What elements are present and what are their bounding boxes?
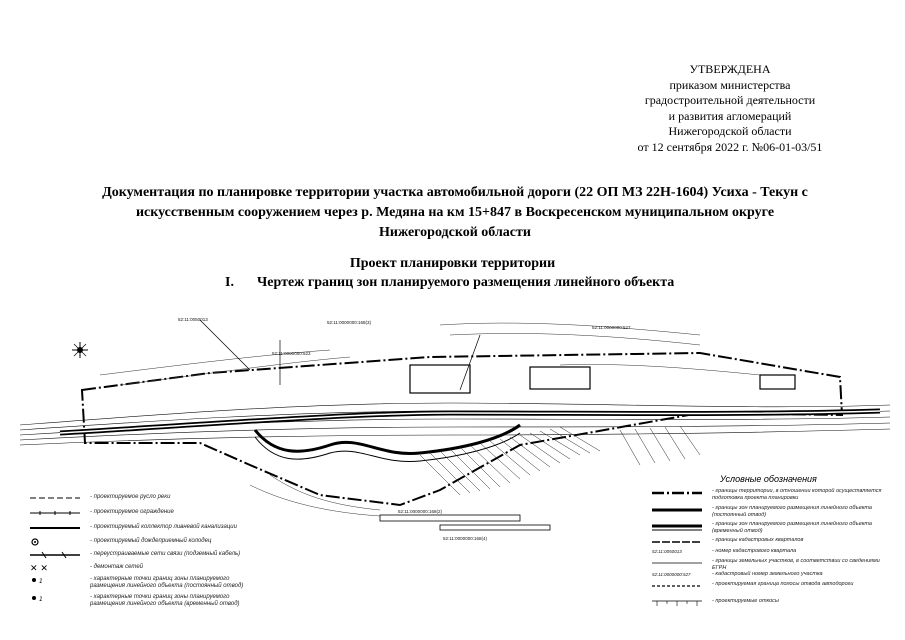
legend-item-label: - проектируемое русло реки (90, 494, 171, 500)
legend-item-label: - проектируемое ограждение (90, 509, 174, 515)
legend-item-label: - границы зон планируемого размещения ли… (712, 521, 872, 534)
cadastral-label: 52:11:0000000:168(4) (443, 536, 487, 541)
section-number: I. (225, 275, 234, 290)
svg-text:1: 1 (39, 596, 43, 602)
parcel-boundary-symbol (652, 562, 702, 564)
legend-item-label: - границы земельных участков, в соответс… (712, 558, 880, 571)
cadastral-label: 52:11:0050013 (178, 317, 208, 322)
legend-item-label: - границы кадастровых кварталов (712, 537, 804, 543)
river-channel (253, 423, 521, 455)
document-title: Документация по планировке территории уч… (40, 183, 870, 243)
title-line: Документация по планировке территории уч… (102, 185, 808, 200)
title-line: Нижегородской области (379, 225, 531, 240)
dismantle-icon: ✕ ✕ (30, 564, 48, 572)
approval-line: градостроительной деятельности (644, 93, 816, 107)
legend-item-label: - проектируемая граница полосы отвода ав… (712, 581, 854, 587)
well-icon (31, 538, 39, 546)
legend-title: Условные обозначения (720, 474, 817, 484)
permanent-point-icon: 1 (32, 578, 43, 584)
planning-drawing (19, 319, 891, 531)
planning-boundary (80, 351, 844, 507)
fence-symbol (30, 511, 80, 515)
title-line: искусственным сооружением через р. Медян… (135, 205, 775, 220)
approval-line: от 12 сентября 2022 г. №06-01-03/51 (637, 139, 823, 154)
legend-item-label: - демонтаж сетей (90, 564, 144, 570)
legend-item-label: - проектируемый коллектор ливневой канал… (90, 524, 237, 530)
temporary-point-icon: 1 (32, 596, 43, 602)
legend-item-label: - границы зон планируемого размещения ли… (712, 505, 872, 518)
cadastral-label: 52:11:0000000:168(2) (398, 509, 442, 514)
permanent-zone-symbol (652, 508, 702, 512)
legend-item-label: - кадастровый номер земельного участка (712, 571, 823, 577)
section-subtitle: I. Чертеж границ зон планируемого размеще… (225, 273, 715, 292)
collector-symbol (30, 527, 80, 529)
right-of-way-symbol (652, 585, 702, 587)
planning-boundary-symbol (652, 491, 702, 495)
legend-item-label: - переустраиваемые сети связи (подземный… (90, 551, 241, 557)
legend-item-label: - характерные точки границ зоны планируе… (90, 576, 244, 589)
river-line-symbol (30, 497, 80, 499)
quarter-boundary-symbol (652, 541, 702, 543)
approval-line: УТВЕРЖДЕНА (689, 62, 771, 76)
cable-symbol (30, 551, 80, 559)
approval-line: и развития агломераций (668, 108, 792, 123)
cadastral-label: 52:11:0000000:527 (592, 325, 631, 330)
cadastral-label: 52:11:0000000:523 (272, 351, 311, 356)
slope-symbol (652, 600, 702, 606)
approval-line: приказом министерства (669, 77, 791, 92)
legend-item-label: - проектируемый дождеприемный колодец (90, 538, 212, 544)
legend-item-label: - проектируемые откосы (712, 598, 779, 604)
quarter-number-sample: 52:11:0050013 (652, 549, 682, 554)
cadastral-label: 52:11:0000000:168(3) (327, 320, 371, 325)
parcel-number-sample: 52:11:0000000:527 (652, 572, 691, 577)
section-title: Проект планировки территории (349, 256, 556, 271)
section-subtitle-text: Чертеж границ зон планируемого размещени… (257, 275, 675, 290)
svg-text:1: 1 (39, 578, 43, 584)
temporary-zone-symbol (652, 524, 702, 531)
north-arrow-icon (72, 342, 88, 358)
approval-block: УТВЕРЖДЕНА приказом министерства градост… (600, 62, 860, 155)
legend-item-label: - характерные точки границ зоны планируе… (90, 594, 240, 607)
approval-line: Нижегородской области (668, 124, 792, 138)
legend-item-label: - границы территории, в отношении которо… (712, 488, 882, 501)
svg-text:✕ ✕: ✕ ✕ (30, 564, 48, 572)
legend-item-label: - номер кадастрового квартала (712, 548, 797, 554)
